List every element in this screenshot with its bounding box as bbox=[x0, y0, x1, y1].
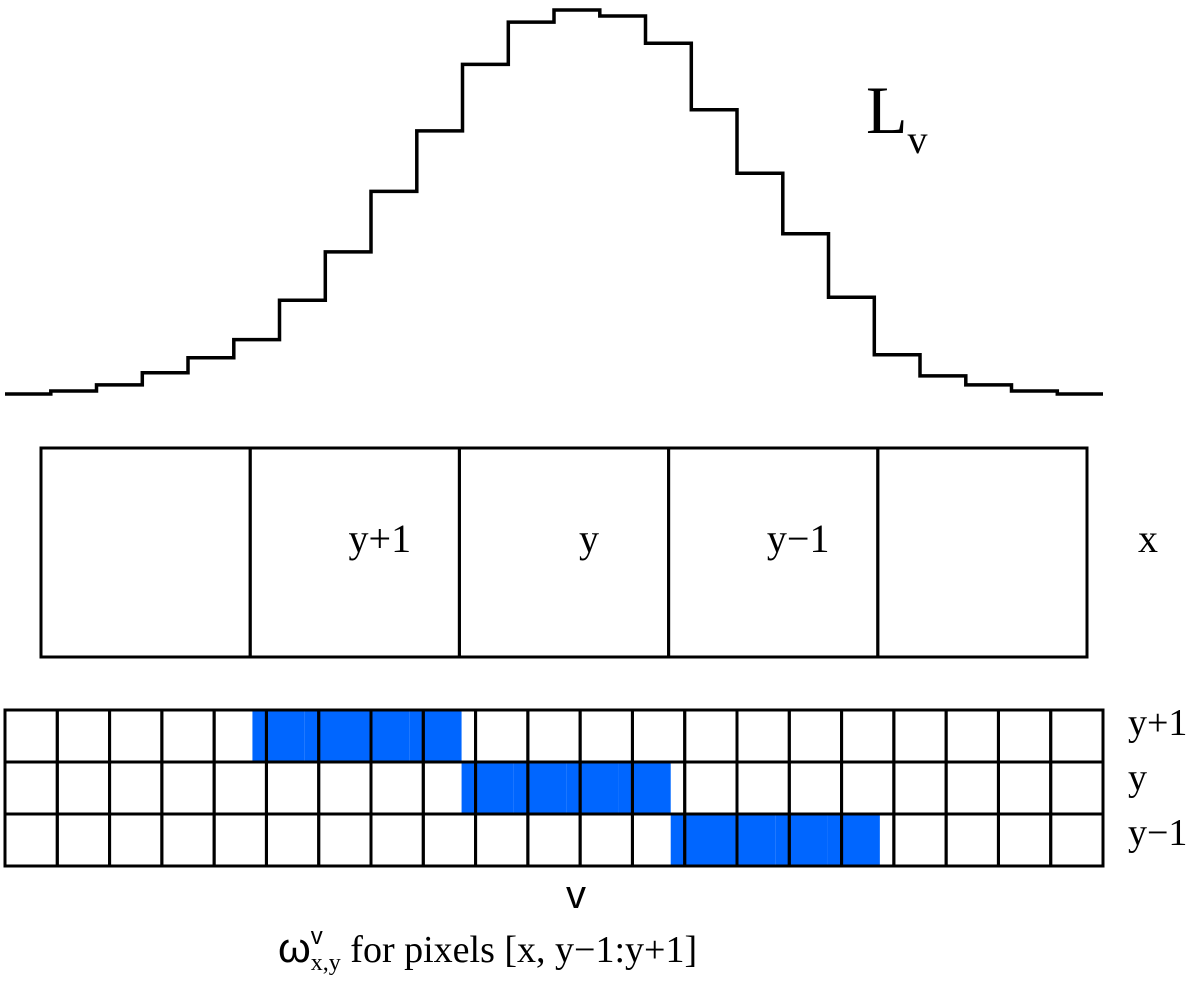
grid-cell-r0-c2 bbox=[108, 708, 164, 764]
grid-cell-r1-c2 bbox=[108, 760, 164, 816]
top-cell-label-1: y+1 bbox=[349, 516, 412, 561]
grid-cell-r2-c5 bbox=[264, 812, 321, 868]
row-label-y-minus-1: y−1 bbox=[1128, 812, 1187, 854]
top-row-side-label: x bbox=[1138, 516, 1158, 561]
grid-cell-r1-c15 bbox=[787, 760, 844, 816]
grid-cell-r0-c3 bbox=[160, 708, 216, 764]
highlight-r2-c16 bbox=[827, 814, 880, 866]
grid-cell-r1-c20 bbox=[1049, 760, 1105, 816]
highlight-r1-c12 bbox=[618, 762, 671, 814]
highlight-r0-c8 bbox=[409, 710, 462, 762]
grid-cell-r2-c18 bbox=[944, 812, 1000, 868]
top-cell-4 bbox=[876, 446, 1089, 659]
grid-cell-r1-c5 bbox=[264, 760, 321, 816]
grid-cell-r0-c11 bbox=[578, 708, 634, 764]
grid-cell-r0-c9 bbox=[474, 708, 530, 764]
grid-cell-r0-c15 bbox=[787, 708, 844, 764]
grid-cell-r1-c16 bbox=[840, 760, 896, 816]
grid-cell-r2-c9 bbox=[474, 812, 530, 868]
top-cell-label-2: y bbox=[579, 516, 599, 561]
caption-rest: for pixels [x, y−1:y+1] bbox=[341, 929, 697, 971]
highlight-r1-c11 bbox=[566, 762, 619, 814]
grid-cell-r1-c0 bbox=[3, 760, 59, 816]
highlight-r0-c6 bbox=[304, 710, 357, 762]
grid-cell-r0-c16 bbox=[840, 708, 896, 764]
grid-cell-r1-c1 bbox=[55, 760, 112, 816]
top-cell-0 bbox=[39, 446, 252, 659]
grid-cell-r1-c17 bbox=[892, 760, 948, 816]
grid-cell-r2-c3 bbox=[160, 812, 216, 868]
grid-cell-r1-c4 bbox=[212, 760, 268, 816]
top-cell-2 bbox=[457, 446, 671, 659]
highlight-r2-c14 bbox=[723, 814, 776, 866]
profile-step-line bbox=[5, 8, 1103, 396]
grid-cell-r2-c11 bbox=[578, 812, 634, 868]
profile-label-main: L bbox=[866, 72, 908, 148]
top-cell-label-3: y−1 bbox=[767, 516, 830, 561]
caption-omega: ω bbox=[278, 924, 311, 971]
grid-cell-r0-c19 bbox=[996, 708, 1053, 764]
grid-axis-label-v: v bbox=[566, 873, 586, 917]
caption-subscript: x,y bbox=[311, 950, 341, 976]
grid-cell-r2-c2 bbox=[108, 812, 164, 868]
grid-cell-r1-c6 bbox=[317, 760, 373, 816]
grid-cell-r2-c6 bbox=[317, 812, 373, 868]
grid-cell-r0-c14 bbox=[735, 708, 791, 764]
grid-cell-r0-c13 bbox=[683, 708, 739, 764]
grid-cell-r2-c4 bbox=[212, 812, 268, 868]
grid-cell-r2-c8 bbox=[421, 812, 478, 868]
grid-cell-r2-c0 bbox=[3, 812, 59, 868]
bottom-grid bbox=[3, 708, 1105, 868]
grid-cell-r0-c1 bbox=[55, 708, 112, 764]
highlight-r1-c9 bbox=[461, 762, 514, 814]
highlight-r0-c7 bbox=[357, 710, 410, 762]
grid-cell-r2-c19 bbox=[996, 812, 1053, 868]
grid-cell-r0-c17 bbox=[892, 708, 948, 764]
row-label-y-plus-1: y+1 bbox=[1128, 702, 1187, 744]
highlight-r2-c13 bbox=[670, 814, 723, 866]
grid-cell-r1-c19 bbox=[996, 760, 1053, 816]
profile-curve bbox=[5, 8, 1103, 396]
top-row-cells: y+1 y y−1 bbox=[39, 446, 1089, 659]
grid-cell-r2-c20 bbox=[1049, 812, 1105, 868]
bottom-grid-highlights bbox=[252, 710, 880, 866]
grid-cell-r1-c14 bbox=[735, 760, 791, 816]
grid-cell-r2-c10 bbox=[526, 812, 582, 868]
profile-label: Lv bbox=[866, 72, 928, 162]
highlight-r2-c15 bbox=[775, 814, 828, 866]
grid-cell-r0-c18 bbox=[944, 708, 1000, 764]
grid-cell-r0-c0 bbox=[3, 708, 59, 764]
caption-superscript: v bbox=[311, 923, 323, 950]
highlight-r0-c5 bbox=[252, 710, 305, 762]
grid-cell-r0-c12 bbox=[630, 708, 687, 764]
grid-cell-r2-c17 bbox=[892, 812, 948, 868]
highlight-r1-c10 bbox=[513, 762, 567, 814]
grid-cell-r1-c13 bbox=[683, 760, 739, 816]
profile-label-sub: v bbox=[908, 117, 928, 162]
grid-cell-r1-c18 bbox=[944, 760, 1000, 816]
row-label-y: y bbox=[1128, 757, 1147, 799]
grid-cell-r0-c20 bbox=[1049, 708, 1105, 764]
grid-cell-r1-c7 bbox=[369, 760, 425, 816]
grid-cell-r1-c3 bbox=[160, 760, 216, 816]
grid-cell-r2-c1 bbox=[55, 812, 112, 868]
grid-cell-r0-c10 bbox=[526, 708, 582, 764]
grid-cell-r2-c7 bbox=[369, 812, 425, 868]
